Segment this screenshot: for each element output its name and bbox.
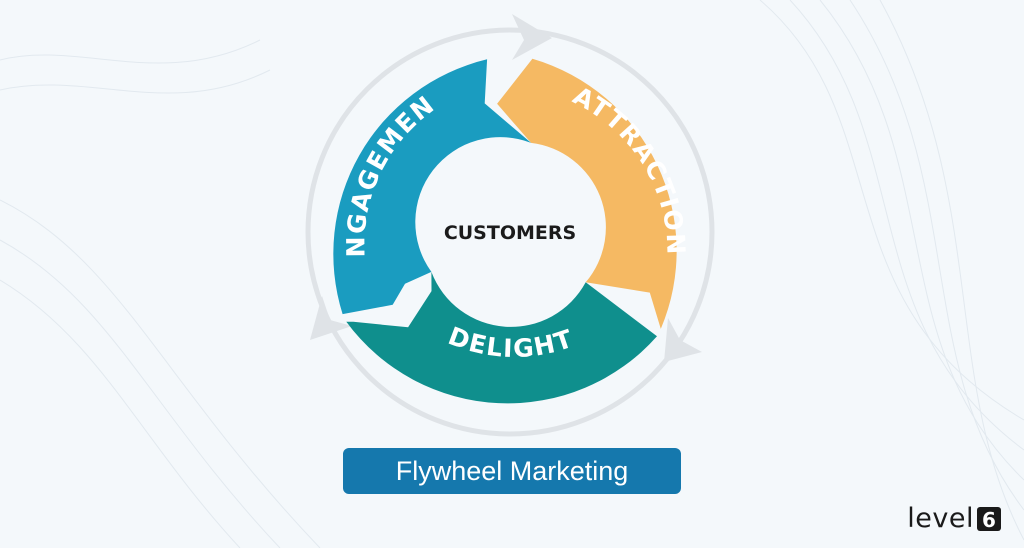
svg-text:6: 6 xyxy=(982,508,996,532)
caption-banner: Flywheel Marketing xyxy=(343,448,681,494)
segment-delight xyxy=(346,271,657,404)
segment-attraction xyxy=(497,58,677,329)
outer-ring xyxy=(305,27,715,437)
center-circle xyxy=(426,148,594,316)
logo-wordmark: level xyxy=(907,503,974,534)
ring-arrow-left xyxy=(310,296,352,340)
brand-logo: level 6 xyxy=(907,505,1002,532)
ring-arrow-top xyxy=(512,14,552,60)
logo-mark-icon: 6 xyxy=(977,507,1001,532)
caption-title: Flywheel Marketing xyxy=(395,455,629,486)
ring-arrow-right xyxy=(664,318,702,362)
segment-engagement xyxy=(333,59,532,315)
center-label: CUSTOMERS xyxy=(444,222,576,244)
